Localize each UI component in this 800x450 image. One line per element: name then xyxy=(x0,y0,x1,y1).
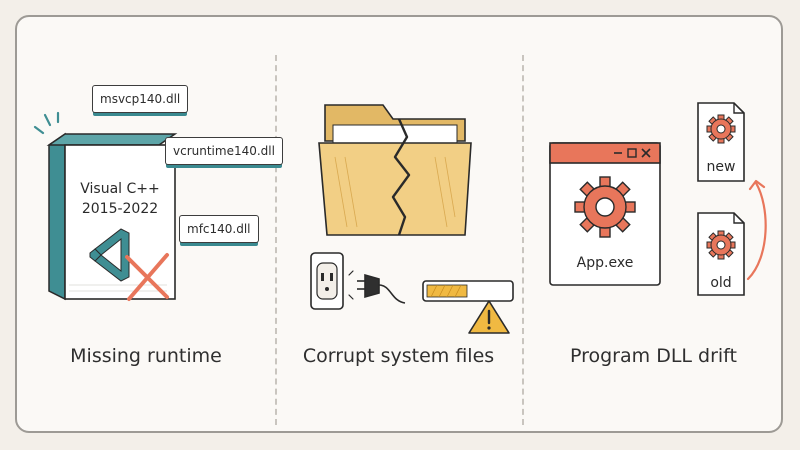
file-old-label: old xyxy=(710,275,731,291)
upgrade-arrow xyxy=(746,179,767,281)
app-label: App.exe xyxy=(577,255,634,271)
dll-tag-vcruntime: vcruntime140.dll xyxy=(165,137,283,165)
file-new xyxy=(697,102,745,182)
box-label-line-2: 2015-2022 xyxy=(82,201,158,217)
caption-missing-runtime: Missing runtime xyxy=(70,345,222,367)
gear-icon xyxy=(574,176,636,238)
dll-tag-mfc: mfc140.dll xyxy=(179,215,259,243)
warning-icon xyxy=(468,300,510,334)
caption-corrupt-files: Corrupt system files xyxy=(302,345,495,367)
box-label-line-1: Visual C++ xyxy=(80,181,159,197)
cross-mark xyxy=(125,253,169,301)
gear-icon xyxy=(706,230,736,260)
box-top xyxy=(46,133,178,146)
panel-missing-runtime: Visual C++ 2015-2022 msvcp140.dll vcrunt… xyxy=(17,17,283,431)
diagram-frame: Visual C++ 2015-2022 msvcp140.dll vcrunt… xyxy=(15,15,783,433)
dll-drift-illustration: App.exe xyxy=(549,102,767,296)
sparkle-icon xyxy=(33,111,60,135)
box-side xyxy=(48,132,66,301)
dll-tag-msvcp: msvcp140.dll xyxy=(92,85,189,113)
visual-studio-logo xyxy=(89,228,130,282)
cracked-folder-icon xyxy=(318,104,472,236)
file-old xyxy=(697,212,745,296)
progress-bar xyxy=(422,280,514,302)
corrupt-files-illustration xyxy=(310,104,514,334)
panel-divider-2 xyxy=(522,55,524,425)
panel-dll-drift: App.exe xyxy=(522,17,781,431)
panel-divider-1 xyxy=(275,55,277,425)
power-outlet-icon xyxy=(310,252,344,310)
file-new-label: new xyxy=(707,159,736,175)
gear-icon xyxy=(706,114,736,144)
caption-dll-drift: Program DLL drift xyxy=(569,345,737,367)
plug-icon xyxy=(357,273,406,304)
panel-corrupt-files: Corrupt system files xyxy=(275,17,522,431)
runtime-box-illustration: Visual C++ 2015-2022 xyxy=(33,111,178,301)
